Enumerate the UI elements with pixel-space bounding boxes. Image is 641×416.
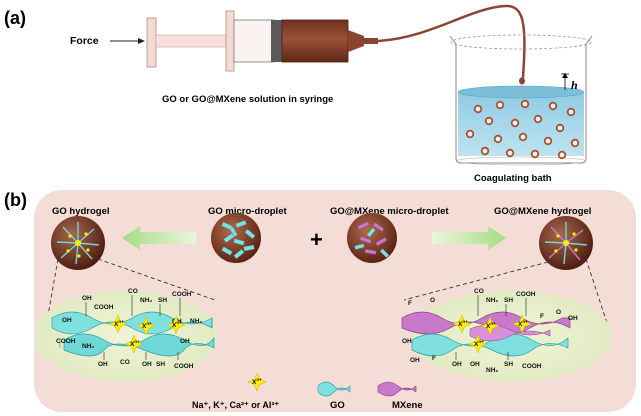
go-droplet-sphere bbox=[211, 213, 261, 263]
go-functional-groups: OH COOH CO NH₂ SH COOH OH NH₂ OH COOH NH… bbox=[56, 288, 202, 370]
svg-text:OH: OH bbox=[142, 361, 152, 368]
force-label: Force bbox=[70, 35, 99, 47]
svg-text:Xn+: Xn+ bbox=[458, 319, 468, 328]
svg-text:CO: CO bbox=[474, 288, 484, 295]
svg-text:F: F bbox=[432, 355, 436, 362]
svg-text:SH: SH bbox=[504, 361, 513, 368]
svg-text:Xn+: Xn+ bbox=[172, 320, 182, 329]
svg-text:SH: SH bbox=[156, 361, 165, 368]
svg-text:NH₂: NH₂ bbox=[486, 297, 498, 304]
go-hydrogel-title: GO hydrogel bbox=[52, 206, 110, 217]
plus-sign: + bbox=[310, 227, 323, 252]
svg-text:Xn+: Xn+ bbox=[114, 319, 124, 328]
svg-text:OH: OH bbox=[62, 317, 72, 324]
svg-text:CO: CO bbox=[120, 359, 130, 366]
svg-text:OH: OH bbox=[452, 361, 462, 368]
ion-superscript: n+ bbox=[462, 319, 468, 324]
svg-text:OH: OH bbox=[568, 315, 578, 322]
svg-text:COOH: COOH bbox=[174, 363, 194, 370]
gomx-hydrogel-sphere bbox=[539, 216, 593, 270]
svg-text:Xn+: Xn+ bbox=[474, 339, 484, 348]
svg-text:OH: OH bbox=[402, 338, 412, 345]
svg-text:OH: OH bbox=[410, 357, 420, 364]
legend-mxene-icon bbox=[377, 381, 417, 397]
ion-superscript: n+ bbox=[118, 319, 124, 324]
legend-ions-label: Na⁺, K⁺, Ca²⁺ or Al³⁺ bbox=[192, 400, 279, 410]
go-ions: Xn+ Xn+ Xn+ Xn+ bbox=[108, 314, 186, 354]
syringe-caption: GO or GO@MXene solution in syringe bbox=[162, 94, 333, 105]
height-symbol: h bbox=[571, 78, 578, 92]
gomx-functional-groups: F O CO NH₂ SH COOH F O OH OH OH F OH OH … bbox=[402, 288, 578, 374]
gomx-droplet-sphere bbox=[347, 213, 397, 263]
svg-text:O: O bbox=[430, 297, 435, 304]
legend-go-label: GO bbox=[330, 400, 345, 411]
gomx-ions: Xn+ Xn+ Xn+ Xn+ bbox=[452, 314, 532, 354]
svg-text:COOH: COOH bbox=[172, 291, 192, 298]
ion-superscript: n+ bbox=[146, 321, 152, 326]
svg-text:COOH: COOH bbox=[56, 338, 76, 345]
svg-text:Xn+: Xn+ bbox=[252, 377, 262, 386]
svg-text:Xn+: Xn+ bbox=[518, 319, 528, 328]
svg-text:F: F bbox=[540, 313, 544, 320]
legend-go-icon bbox=[317, 381, 351, 397]
ion-superscript: n+ bbox=[176, 320, 182, 325]
svg-text:F: F bbox=[408, 300, 412, 307]
syringe bbox=[146, 10, 378, 72]
height-marker bbox=[561, 73, 569, 90]
falling-droplet bbox=[519, 77, 525, 85]
arrow-right bbox=[432, 226, 506, 250]
panel-b-label: (b) bbox=[4, 190, 27, 210]
ion-superscript: n+ bbox=[134, 339, 140, 344]
svg-text:COOH: COOH bbox=[94, 304, 114, 311]
svg-text:NH₂: NH₂ bbox=[486, 367, 498, 374]
svg-text:Xn+: Xn+ bbox=[142, 321, 152, 330]
gomx-hydrogel-title: GO@MXene hydrogel bbox=[494, 206, 591, 217]
bath-droplets bbox=[465, 99, 580, 160]
svg-text:Xn+: Xn+ bbox=[486, 321, 496, 330]
beaker bbox=[449, 34, 593, 166]
ion-superscript: n+ bbox=[478, 339, 484, 344]
svg-text:NH₂: NH₂ bbox=[82, 343, 94, 350]
gomx-sheets bbox=[401, 311, 571, 357]
svg-text:NH₂: NH₂ bbox=[190, 318, 202, 325]
svg-text:O: O bbox=[556, 309, 561, 316]
go-hydrogel-sphere bbox=[51, 216, 105, 270]
ion-superscript: n+ bbox=[490, 321, 496, 326]
panel-a-label: (a) bbox=[4, 8, 26, 28]
svg-text:SH: SH bbox=[158, 297, 167, 304]
svg-text:Xn+: Xn+ bbox=[130, 339, 140, 348]
bath-caption: Coagulating bath bbox=[474, 173, 552, 184]
force-arrow bbox=[110, 38, 145, 44]
svg-text:OH: OH bbox=[470, 361, 480, 368]
ion-superscript: n+ bbox=[256, 377, 262, 382]
svg-text:NH₂: NH₂ bbox=[140, 297, 152, 304]
go-droplet-title: GO micro-droplet bbox=[208, 206, 287, 217]
arrow-left bbox=[122, 226, 196, 250]
svg-text:COOH: COOH bbox=[516, 291, 536, 298]
ion-superscript: n+ bbox=[522, 319, 528, 324]
svg-text:CO: CO bbox=[128, 288, 138, 295]
svg-text:OH: OH bbox=[98, 361, 108, 368]
svg-text:OH: OH bbox=[180, 338, 190, 345]
tubing bbox=[377, 4, 526, 79]
svg-text:OH: OH bbox=[82, 295, 92, 302]
svg-text:COOH: COOH bbox=[522, 363, 542, 370]
legend: Xn+ Na⁺, K⁺, Ca²⁺ or Al³⁺ GO MXene bbox=[192, 372, 423, 411]
svg-text:SH: SH bbox=[504, 297, 513, 304]
legend-mxene-label: MXene bbox=[392, 400, 423, 411]
gomx-droplet-title: GO@MXene micro-droplet bbox=[330, 206, 449, 217]
